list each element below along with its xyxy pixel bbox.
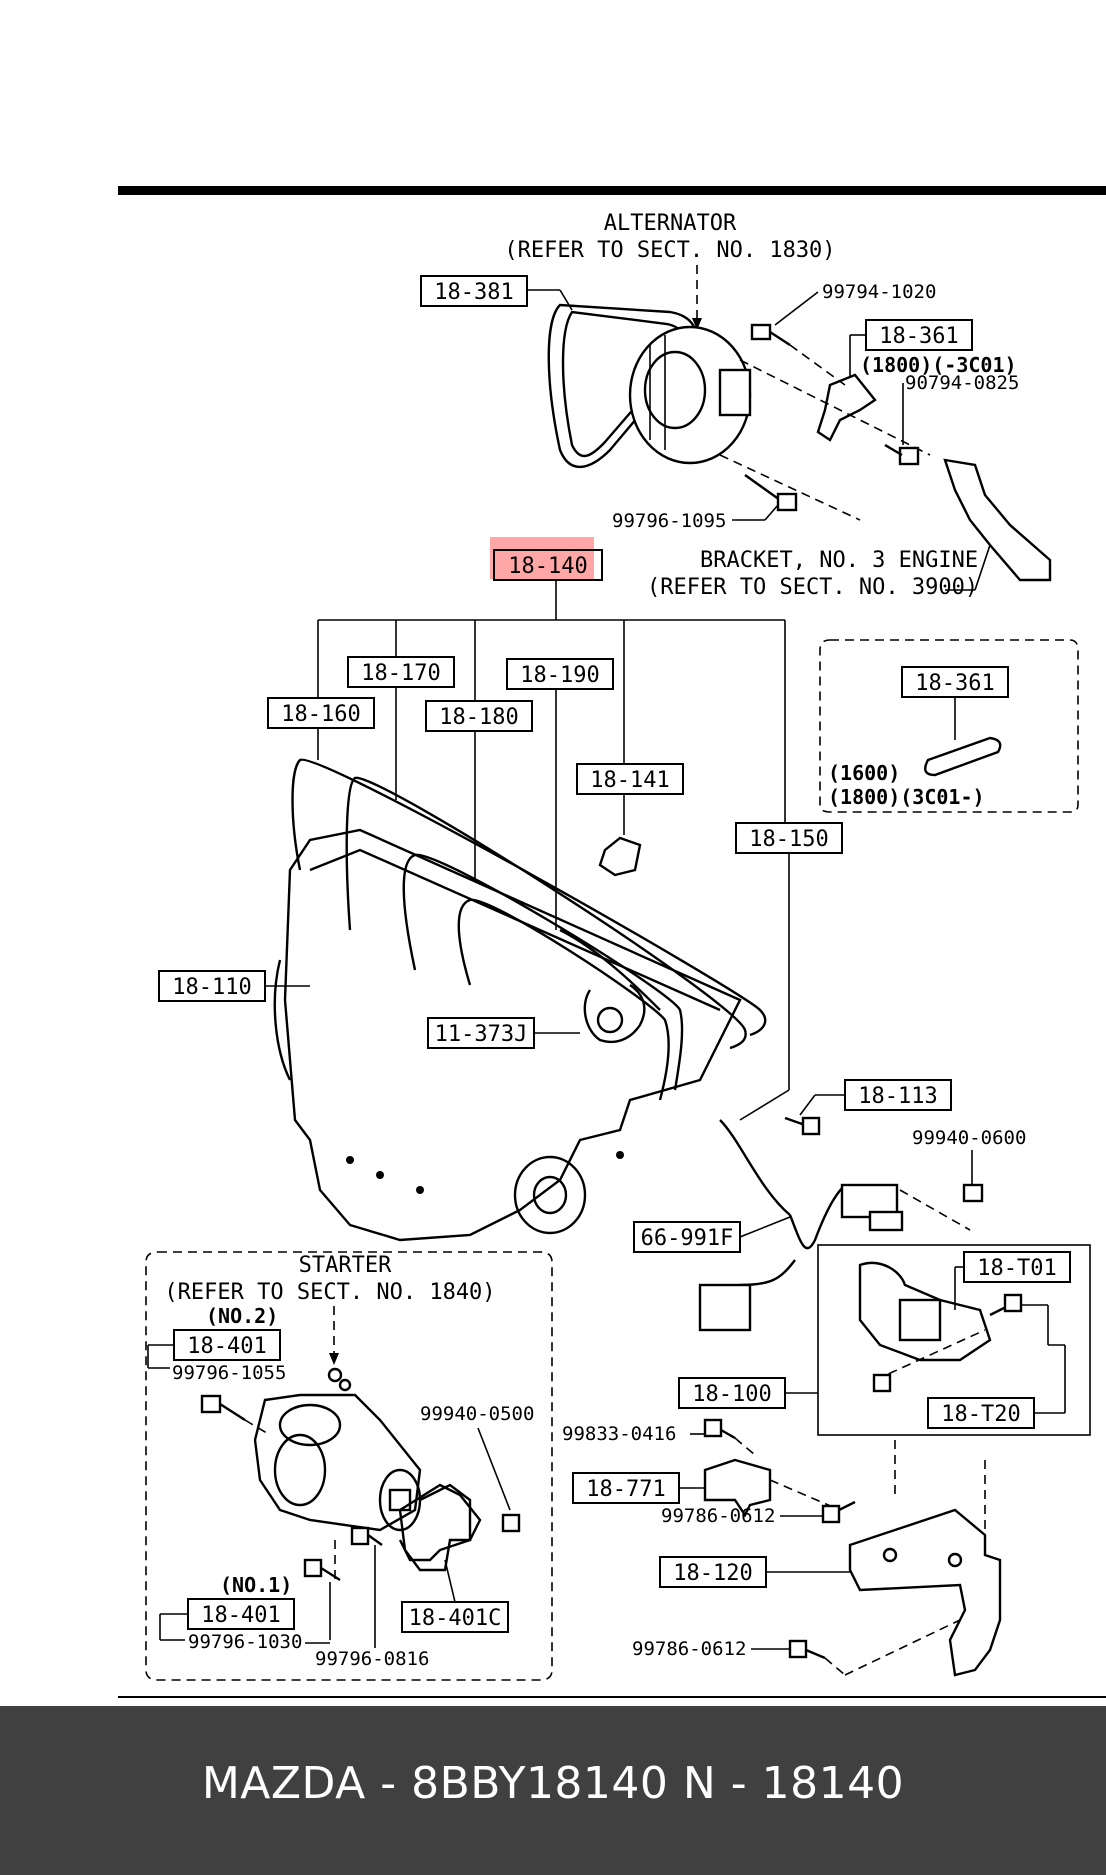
- bracket-title: BRACKET, NO. 3 ENGINE: [700, 548, 978, 573]
- bolt-99796-1055: [200, 1394, 271, 1436]
- part-label-66-991f: 66-991F: [641, 1226, 734, 1251]
- part-label-18-160: 18-160: [281, 702, 360, 727]
- label-box-18-141: [576, 763, 684, 795]
- alternator-callout: ALTERNATOR (REFER TO SECT. NO. 1830): [504, 211, 836, 330]
- sensor-18-771: [703, 1458, 772, 1518]
- bolt-99794-1020: [750, 323, 846, 386]
- sensor-harness: [698, 1119, 904, 1332]
- nut-99940-0500: [501, 1513, 521, 1533]
- label-box-18-120: [659, 1556, 767, 1588]
- bracket-18-401c: [398, 1483, 482, 1572]
- label-box-18-361b: [901, 666, 1009, 698]
- alternator-title: ALTERNATOR: [604, 211, 737, 236]
- alternator-body: [628, 325, 752, 465]
- part-label-18-771: 18-771: [586, 1477, 665, 1502]
- part-label-18-401-a: 18-401: [187, 1334, 266, 1359]
- label-box-18-113: [844, 1079, 952, 1111]
- label-box-18-401c: [401, 1601, 509, 1633]
- bolt-label-99940-0600: 99940-0600: [912, 1127, 1026, 1149]
- bolt-90794-0825: [884, 443, 920, 466]
- bolt-label-99794-1020: 99794-1020: [822, 281, 936, 303]
- ignition-coil: [858, 1261, 1023, 1393]
- note-no1: (NO.1): [220, 1573, 292, 1597]
- part-label-18-t01: 18-T01: [977, 1256, 1056, 1281]
- label-box-11-373j: [427, 1017, 535, 1049]
- part-label-18-361-b: 18-361: [915, 671, 994, 696]
- bolt-label-99796-1030: 99796-1030: [188, 1631, 302, 1653]
- bolt-label-99796-1095: 99796-1095: [612, 510, 726, 532]
- part-label-18-t20: 18-T20: [941, 1402, 1020, 1427]
- part-label-18-361-a: 18-361: [879, 324, 958, 349]
- bolt-label-99940-0500: 99940-0500: [420, 1403, 534, 1425]
- label-box-18-190: [506, 658, 614, 690]
- coil-inset-box: [817, 1244, 1091, 1436]
- label-box-18-771: [572, 1472, 680, 1504]
- engine-bracket: [943, 458, 1052, 582]
- part-label-18-140: 18-140: [508, 554, 587, 579]
- starter-ref: (REFER TO SECT. NO. 1840): [164, 1280, 495, 1305]
- label-box-18-t01: [963, 1251, 1071, 1283]
- label-box-18-160: [267, 697, 375, 729]
- bolt-99786-0612-a: [821, 1500, 856, 1524]
- label-box-18-361a: [865, 319, 973, 351]
- bolt-99796-1030: [303, 1540, 341, 1640]
- part-label-18-141: 18-141: [590, 768, 669, 793]
- part-label-18-113: 18-113: [858, 1084, 937, 1109]
- part-label-18-381: 18-381: [434, 280, 513, 305]
- label-box-18-180: [425, 700, 533, 732]
- label-box-18-401b: [187, 1598, 295, 1630]
- bracket-18-120: [848, 1460, 1002, 1677]
- part-label-18-170: 18-170: [361, 661, 440, 686]
- nut-99940-0600: [962, 1183, 984, 1203]
- part-number-caption: MAZDA - 8BBY18140 N - 18140: [201, 1758, 905, 1809]
- label-box-18-381: [420, 275, 528, 307]
- bolt-label-99786-0612-a: 99786-0612: [661, 1505, 775, 1527]
- bolt-99796-1095: [744, 474, 798, 512]
- note-1800-3c01b: (1800)(3C01-): [828, 785, 985, 809]
- note-1800-3c01: (1800)(-3C01): [860, 353, 1017, 377]
- starter-title: STARTER: [299, 1253, 392, 1278]
- bolt-99796-0816: [350, 1526, 383, 1648]
- label-box-18-100: [678, 1377, 786, 1409]
- part-label-18-120: 18-120: [673, 1561, 752, 1586]
- wire-clip: [598, 836, 642, 877]
- adjusting-bar-inset: [924, 736, 1002, 777]
- highlight-18-140: [490, 537, 594, 579]
- part-label-18-180: 18-180: [439, 705, 518, 730]
- alternator-ref: (REFER TO SECT. NO. 1830): [504, 238, 835, 263]
- bolt-label-99833-0416: 99833-0416: [562, 1423, 676, 1445]
- part-label-18-150: 18-150: [749, 827, 828, 852]
- label-box-18-110: [158, 970, 266, 1002]
- part-label-11-373j: 11-373J: [435, 1022, 528, 1047]
- adjusting-bar: [816, 373, 877, 442]
- bolt-18-113: [784, 1116, 821, 1136]
- bolt-label-90794-0825: 90794-0825: [905, 372, 1019, 394]
- part-label-18-401-b: 18-401: [201, 1603, 280, 1628]
- label-box-18-150: [735, 822, 843, 854]
- bolt-label-99796-1055: 99796-1055: [172, 1362, 286, 1384]
- label-box-18-401a: [173, 1329, 281, 1361]
- starter-inset: [145, 1251, 553, 1681]
- label-box-18-170: [347, 656, 455, 688]
- part-label-18-100: 18-100: [692, 1382, 771, 1407]
- inset-18-361: [819, 639, 1079, 813]
- bolt-99833-0416: [703, 1418, 756, 1456]
- spark-plug-wires: [291, 758, 767, 1101]
- part-label-18-401c: 18-401C: [409, 1606, 502, 1631]
- note-no2: (NO.2): [206, 1304, 278, 1328]
- part-label-18-110: 18-110: [172, 975, 251, 1000]
- bolt-99786-0612-b: [788, 1639, 846, 1676]
- footer-bar: MAZDA - 8BBY18140 N - 18140: [0, 1706, 1106, 1875]
- part-label-18-190: 18-190: [520, 663, 599, 688]
- note-1600: (1600): [828, 761, 900, 785]
- label-box-18-140: [493, 549, 603, 581]
- top-rule: [118, 186, 1106, 195]
- bolt-label-99796-0816: 99796-0816: [315, 1648, 429, 1670]
- bracket-ref: (REFER TO SECT. NO. 3900): [647, 575, 978, 600]
- engine-block: [273, 828, 742, 1242]
- bolt-label-99786-0612-b: 99786-0612: [632, 1638, 746, 1660]
